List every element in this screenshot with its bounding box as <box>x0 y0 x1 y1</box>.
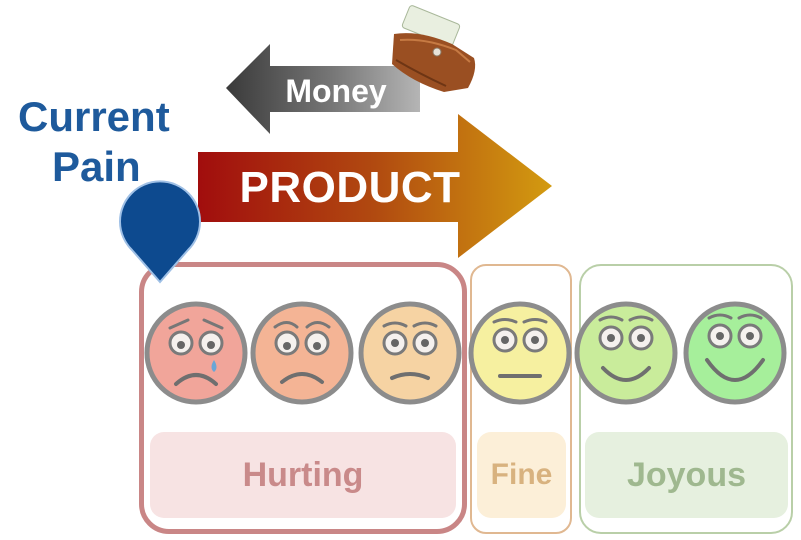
joyous-group-box <box>579 264 793 534</box>
money-arrow <box>226 44 420 134</box>
face-uneasy <box>358 301 462 405</box>
hurting-label: Hurting <box>242 456 364 494</box>
fine-label-background <box>477 432 566 518</box>
joyous-label: Joyous <box>626 456 747 494</box>
current-pain-line1: Current <box>18 93 170 140</box>
face-smiling <box>574 301 678 405</box>
product-label: PRODUCT <box>239 163 461 212</box>
face-sad <box>250 301 354 405</box>
hurting-group-box <box>139 262 467 534</box>
fine-group-box <box>470 264 572 534</box>
current-pain-label: Current Pain <box>18 92 208 192</box>
money-label: Money <box>285 73 387 109</box>
face-grinning <box>683 301 787 405</box>
hurting-label-background <box>150 432 456 518</box>
face-neutral <box>468 301 572 405</box>
location-pin-icon <box>119 180 201 284</box>
face-crying <box>144 301 248 405</box>
wallet-icon <box>392 5 476 92</box>
current-pain-line2: Pain <box>52 143 141 190</box>
joyous-label-background <box>585 432 788 518</box>
fine-label: Fine <box>490 458 553 491</box>
product-arrow <box>198 114 552 258</box>
